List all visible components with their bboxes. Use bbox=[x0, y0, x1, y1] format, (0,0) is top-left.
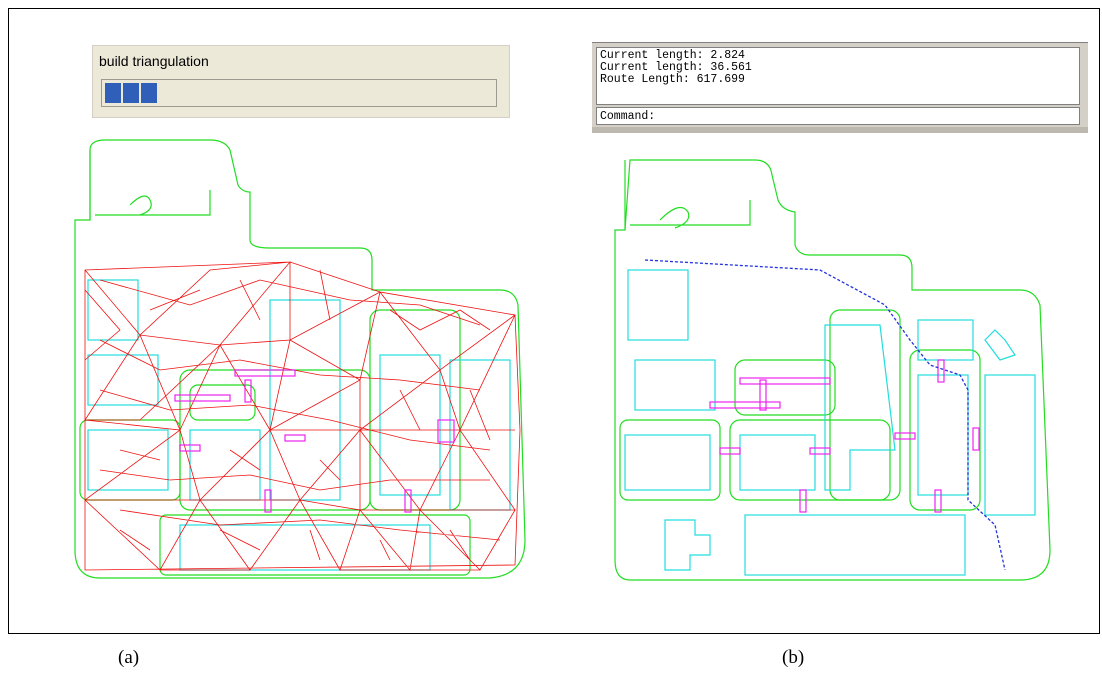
command-history-line: Current length: 2.824 bbox=[600, 49, 745, 62]
door-marker bbox=[284, 434, 306, 442]
door-marker bbox=[709, 401, 781, 409]
door-marker bbox=[264, 489, 272, 513]
building bbox=[379, 354, 441, 496]
building bbox=[87, 279, 139, 341]
door-marker bbox=[739, 377, 831, 385]
campus-boundary bbox=[614, 159, 1051, 581]
road-loop bbox=[179, 369, 371, 511]
door-marker bbox=[759, 379, 767, 411]
progress-segment bbox=[123, 83, 141, 103]
door-marker bbox=[234, 369, 296, 377]
campus-boundary bbox=[74, 139, 526, 579]
building bbox=[449, 359, 511, 511]
building bbox=[739, 434, 816, 491]
road-loop bbox=[909, 349, 981, 511]
door-marker bbox=[799, 489, 807, 513]
progress-dialog: build triangulation bbox=[92, 45, 510, 118]
door-marker bbox=[404, 489, 412, 513]
door-marker bbox=[719, 447, 741, 455]
building bbox=[189, 429, 261, 501]
campus-boundary-inner bbox=[624, 160, 751, 230]
progress-bar bbox=[101, 79, 497, 107]
road-loop bbox=[829, 309, 901, 501]
road-loop bbox=[734, 359, 836, 416]
triangulation-map bbox=[74, 139, 526, 579]
building bbox=[87, 354, 159, 406]
building bbox=[627, 269, 689, 341]
building bbox=[87, 429, 169, 491]
progress-segment bbox=[105, 83, 123, 103]
building bbox=[269, 299, 341, 501]
campus-boundary-inner bbox=[89, 150, 211, 220]
command-window: Current length: 2.824 Current length: 36… bbox=[592, 42, 1088, 133]
command-history-line: Route Length: 617.699 bbox=[600, 73, 745, 86]
road-loop bbox=[619, 419, 721, 501]
building bbox=[984, 374, 1036, 516]
door-marker bbox=[934, 489, 942, 513]
door-marker bbox=[972, 427, 980, 451]
road-loop bbox=[79, 419, 181, 501]
door-marker bbox=[937, 359, 945, 383]
door-marker bbox=[894, 432, 916, 440]
triangulation-edges bbox=[84, 261, 521, 571]
caption-b: (b) bbox=[782, 647, 805, 668]
road-loop bbox=[189, 384, 256, 421]
door-marker bbox=[179, 444, 201, 452]
building bbox=[634, 359, 716, 411]
shortest-route bbox=[644, 259, 1006, 571]
building bbox=[824, 324, 896, 491]
progress-segment bbox=[141, 83, 159, 103]
building bbox=[664, 519, 711, 571]
door-marker bbox=[244, 379, 252, 403]
door-marker bbox=[437, 419, 455, 443]
building bbox=[744, 514, 966, 576]
door-marker bbox=[174, 394, 231, 402]
status-bar bbox=[592, 127, 1088, 133]
building bbox=[917, 319, 974, 361]
command-history-line: Current length: 36.561 bbox=[600, 61, 752, 74]
command-history: Current length: 2.824 Current length: 36… bbox=[596, 47, 1080, 105]
route-map bbox=[614, 159, 1051, 581]
building bbox=[179, 524, 431, 571]
building bbox=[624, 434, 711, 491]
road-loop bbox=[729, 419, 891, 501]
building bbox=[917, 374, 969, 496]
door-marker bbox=[809, 447, 831, 455]
building bbox=[984, 329, 1016, 361]
command-input[interactable]: Command: bbox=[596, 107, 1080, 125]
caption-a: (a) bbox=[118, 647, 140, 668]
road-loop bbox=[159, 514, 471, 576]
command-prompt: Command: bbox=[600, 110, 656, 123]
progress-title: build triangulation bbox=[99, 53, 209, 69]
